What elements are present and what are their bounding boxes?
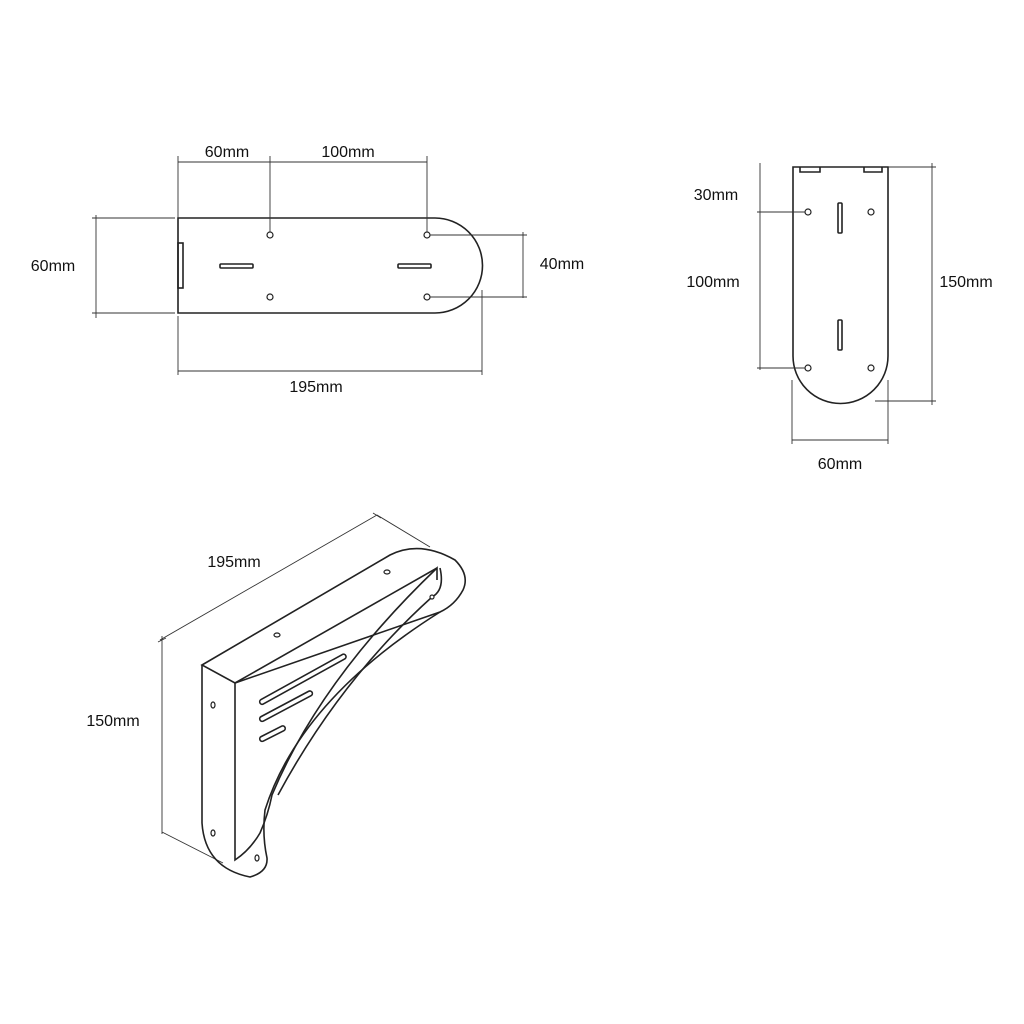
dim-label: 40mm bbox=[540, 256, 584, 273]
dim-label: 150mm bbox=[86, 713, 139, 730]
side-view-plate-outline bbox=[792, 166, 889, 405]
dim-label: 60mm bbox=[31, 258, 75, 275]
iso-top-inner-edge bbox=[234, 567, 438, 684]
dim-label: 60mm bbox=[205, 144, 249, 161]
iso-inner-edge bbox=[234, 566, 438, 862]
slot bbox=[258, 725, 287, 743]
side-view: 30mm 100mm 150mm 60mm bbox=[686, 163, 993, 473]
dimension-lines bbox=[92, 156, 527, 375]
hole bbox=[210, 701, 216, 709]
top-view: 60mm 100mm 60mm 40mm 195mm bbox=[31, 144, 584, 396]
hole bbox=[266, 293, 274, 301]
hole bbox=[804, 364, 812, 372]
dim-label: 150mm bbox=[939, 274, 992, 291]
hole bbox=[254, 854, 260, 862]
dimension-lines bbox=[157, 512, 431, 864]
dim-label: 195mm bbox=[207, 554, 260, 571]
iso-gusset-curve bbox=[277, 567, 443, 796]
hole bbox=[804, 208, 812, 216]
hole bbox=[266, 231, 274, 239]
slot bbox=[397, 263, 432, 269]
slot bbox=[219, 263, 254, 269]
hole bbox=[867, 208, 875, 216]
iso-view: 195mm 150mm bbox=[86, 512, 466, 878]
dimension-lines bbox=[757, 163, 936, 444]
side-view-notches bbox=[799, 167, 883, 173]
top-view-plate-outline bbox=[177, 217, 484, 314]
slot bbox=[258, 690, 314, 723]
hole bbox=[383, 569, 391, 575]
iso-front-face bbox=[201, 611, 441, 878]
dim-label: 60mm bbox=[818, 456, 862, 473]
hole bbox=[423, 293, 431, 301]
iso-top-face bbox=[200, 547, 466, 684]
slot bbox=[258, 653, 347, 706]
hole bbox=[867, 364, 875, 372]
dim-label: 100mm bbox=[686, 274, 739, 291]
hole bbox=[429, 594, 435, 600]
top-view-tab bbox=[177, 242, 184, 289]
slot bbox=[837, 202, 843, 234]
dim-label: 195mm bbox=[289, 379, 342, 396]
hole bbox=[273, 632, 281, 638]
slot bbox=[837, 319, 843, 351]
hole bbox=[210, 829, 216, 837]
dim-label: 30mm bbox=[694, 187, 738, 204]
dim-label: 100mm bbox=[321, 144, 374, 161]
hole bbox=[423, 231, 431, 239]
